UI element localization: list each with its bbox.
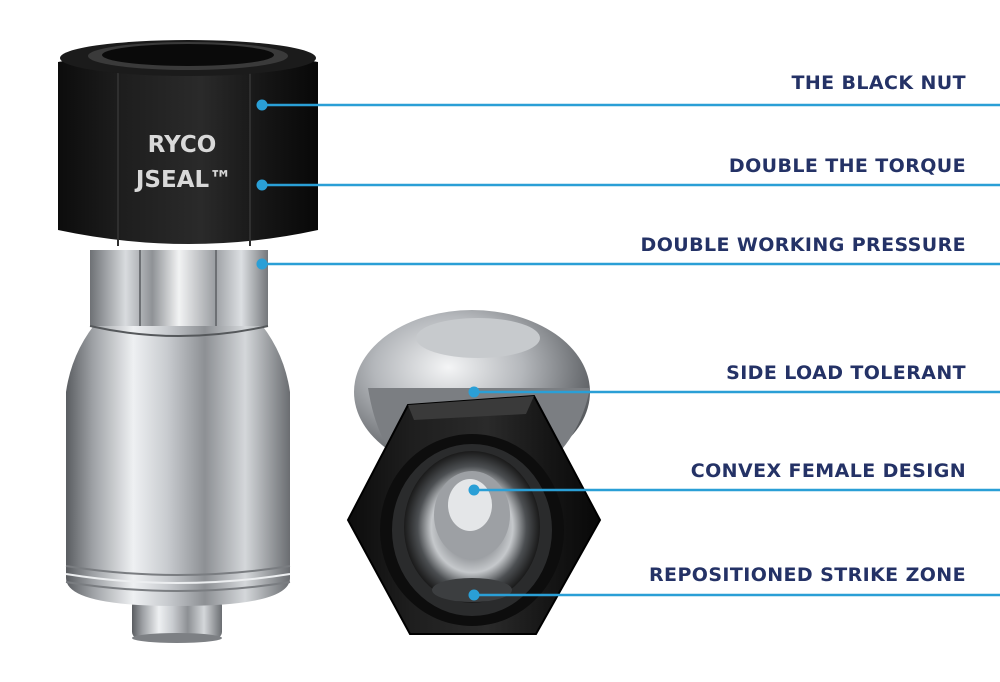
leader-double-pressure: [257, 259, 1000, 270]
callout-strike-zone: REPOSITIONED STRIKE ZONE: [649, 564, 966, 586]
leader-black-nut: [257, 100, 1000, 111]
nut-marking-line2: JSEAL™: [134, 167, 232, 193]
upright-fitting: RYCO JSEAL™: [58, 40, 318, 643]
ferrule-body: [66, 318, 290, 606]
callout-side-load: SIDE LOAD TOLERANT: [726, 362, 966, 384]
black-nut: RYCO JSEAL™: [58, 40, 318, 246]
callout-double-pressure: DOUBLE WORKING PRESSURE: [641, 234, 966, 256]
callout-double-torque: DOUBLE THE TORQUE: [729, 155, 966, 177]
callout-convex-female: CONVEX FEMALE DESIGN: [691, 460, 966, 482]
socket-hex: [90, 250, 268, 326]
face-on-fitting: [348, 310, 600, 634]
leader-double-torque: [257, 180, 1000, 191]
nut-marking-line1: RYCO: [148, 132, 217, 158]
callout-black-nut: THE BLACK NUT: [791, 72, 966, 94]
